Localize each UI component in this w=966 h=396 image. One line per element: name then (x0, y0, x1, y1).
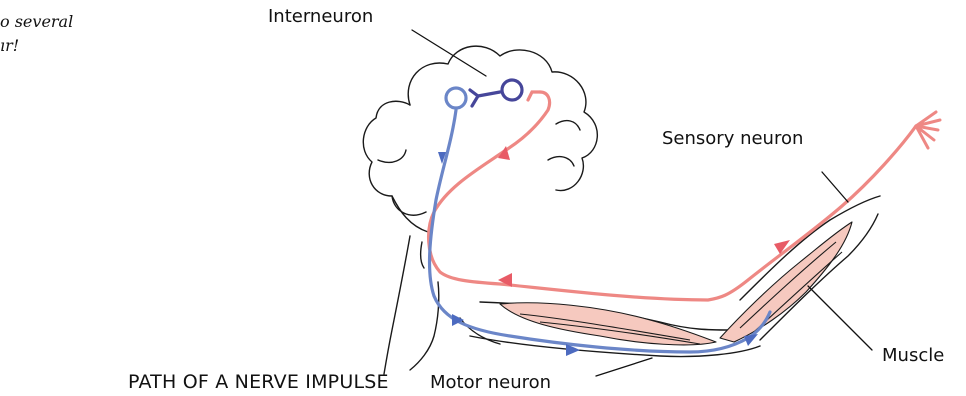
interneuron (470, 80, 522, 106)
muscle-leader (808, 286, 872, 350)
sensory-leader (822, 172, 848, 202)
sensory-neuron-path (429, 92, 940, 300)
interneuron-leader (412, 30, 486, 76)
brain-fold (378, 150, 406, 162)
motor-neuron-label: Motor neuron (430, 372, 551, 393)
neck-outline (384, 236, 410, 374)
neck-outline (421, 242, 424, 268)
interneuron-label: Interneuron (268, 6, 373, 27)
diagram-caption: PATH OF A NERVE IMPULSE (128, 371, 389, 393)
brain-outline (363, 101, 426, 215)
sensory-neuron-label: Sensory neuron (662, 128, 803, 149)
brain-fold (556, 121, 580, 130)
motor-leader (596, 358, 652, 376)
brain-fold (548, 157, 574, 166)
motor-neuron-cell-body (446, 88, 466, 108)
forearm-muscle (720, 222, 852, 342)
motor-arrow (744, 334, 758, 346)
muscle-label: Muscle (882, 345, 944, 366)
